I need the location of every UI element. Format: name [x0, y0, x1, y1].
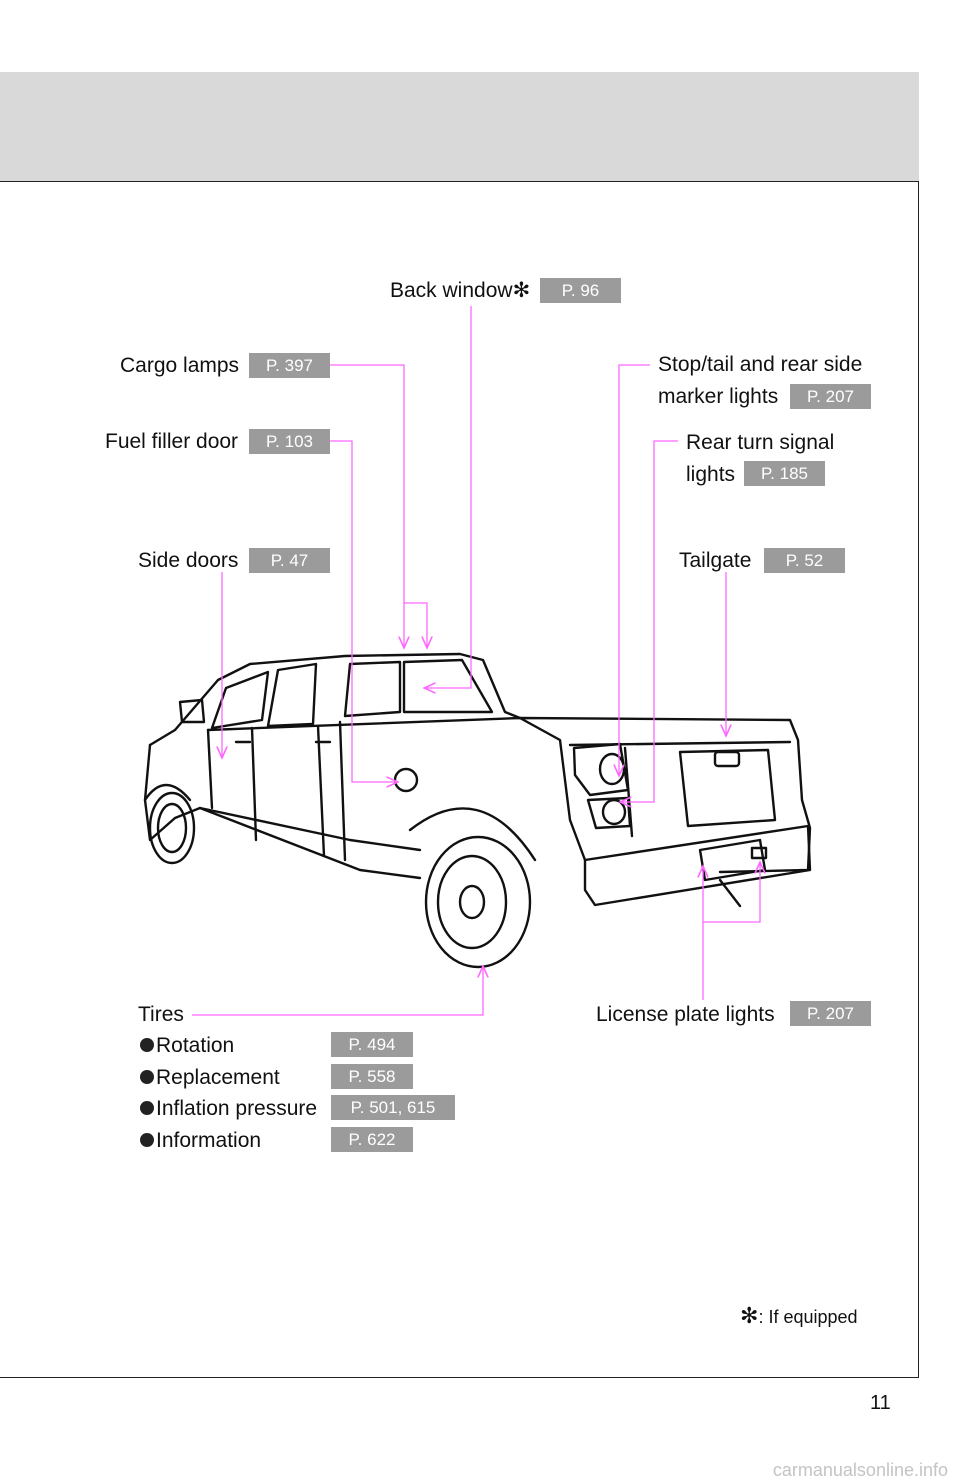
fuel-filler-door-page-ref[interactable]: P. 103: [249, 429, 330, 454]
back-window-label: Back window✻: [390, 279, 531, 302]
stop-tail-label-line1: Stop/tail and rear side: [658, 353, 863, 376]
rear-turn-label-line2: lights: [686, 463, 736, 486]
tires-item-information-page-ref[interactable]: P. 622: [331, 1127, 413, 1152]
asterisk-icon: ✻: [512, 279, 531, 302]
tires-item-replacement-label: Replacement: [156, 1066, 280, 1089]
tailgate-page-ref[interactable]: P. 52: [764, 548, 845, 573]
bullet-icon: [140, 1133, 154, 1147]
cargo-lamps-page-ref[interactable]: P. 397: [249, 353, 330, 378]
rear-turn-page-ref[interactable]: P. 185: [744, 461, 825, 486]
footnote: ✻: If equipped: [740, 1303, 858, 1328]
stop-tail-page-ref[interactable]: P. 207: [790, 384, 871, 409]
tires-item-rotation-label: Rotation: [156, 1034, 235, 1057]
license-plate-lights-page-ref[interactable]: P. 207: [790, 1001, 871, 1026]
page-number: 11: [870, 1392, 891, 1414]
tires-item-information-label: Information: [156, 1129, 262, 1152]
asterisk-icon: ✻: [740, 1303, 759, 1328]
license-plate-lights-label: License plate lights: [596, 1003, 775, 1026]
tires-title: Tires: [138, 1003, 184, 1026]
tires-item-rotation-page-ref[interactable]: P. 494: [331, 1032, 413, 1057]
cargo-lamps-label: Cargo lamps: [120, 354, 240, 377]
tires-item-replacement-page-ref[interactable]: P. 558: [331, 1064, 413, 1089]
tires-item-inflation-label: Inflation pressure: [156, 1097, 318, 1120]
bullet-icon: [140, 1070, 154, 1084]
bullet-icon: [140, 1101, 154, 1115]
tailgate-label: Tailgate: [679, 549, 752, 572]
side-doors-label: Side doors: [138, 549, 239, 572]
stop-tail-label-line2: marker lights: [658, 385, 779, 408]
watermark: carmanualsonline.info: [772, 1460, 948, 1480]
tires-item-inflation-page-ref[interactable]: P. 501, 615: [331, 1095, 455, 1120]
side-doors-page-ref[interactable]: P. 47: [249, 548, 330, 573]
bullet-icon: [140, 1038, 154, 1052]
header-band: [0, 72, 919, 182]
rear-turn-label-line1: Rear turn signal: [686, 431, 835, 454]
fuel-filler-door-label: Fuel filler door: [105, 430, 239, 453]
back-window-page-ref[interactable]: P. 96: [540, 278, 621, 303]
